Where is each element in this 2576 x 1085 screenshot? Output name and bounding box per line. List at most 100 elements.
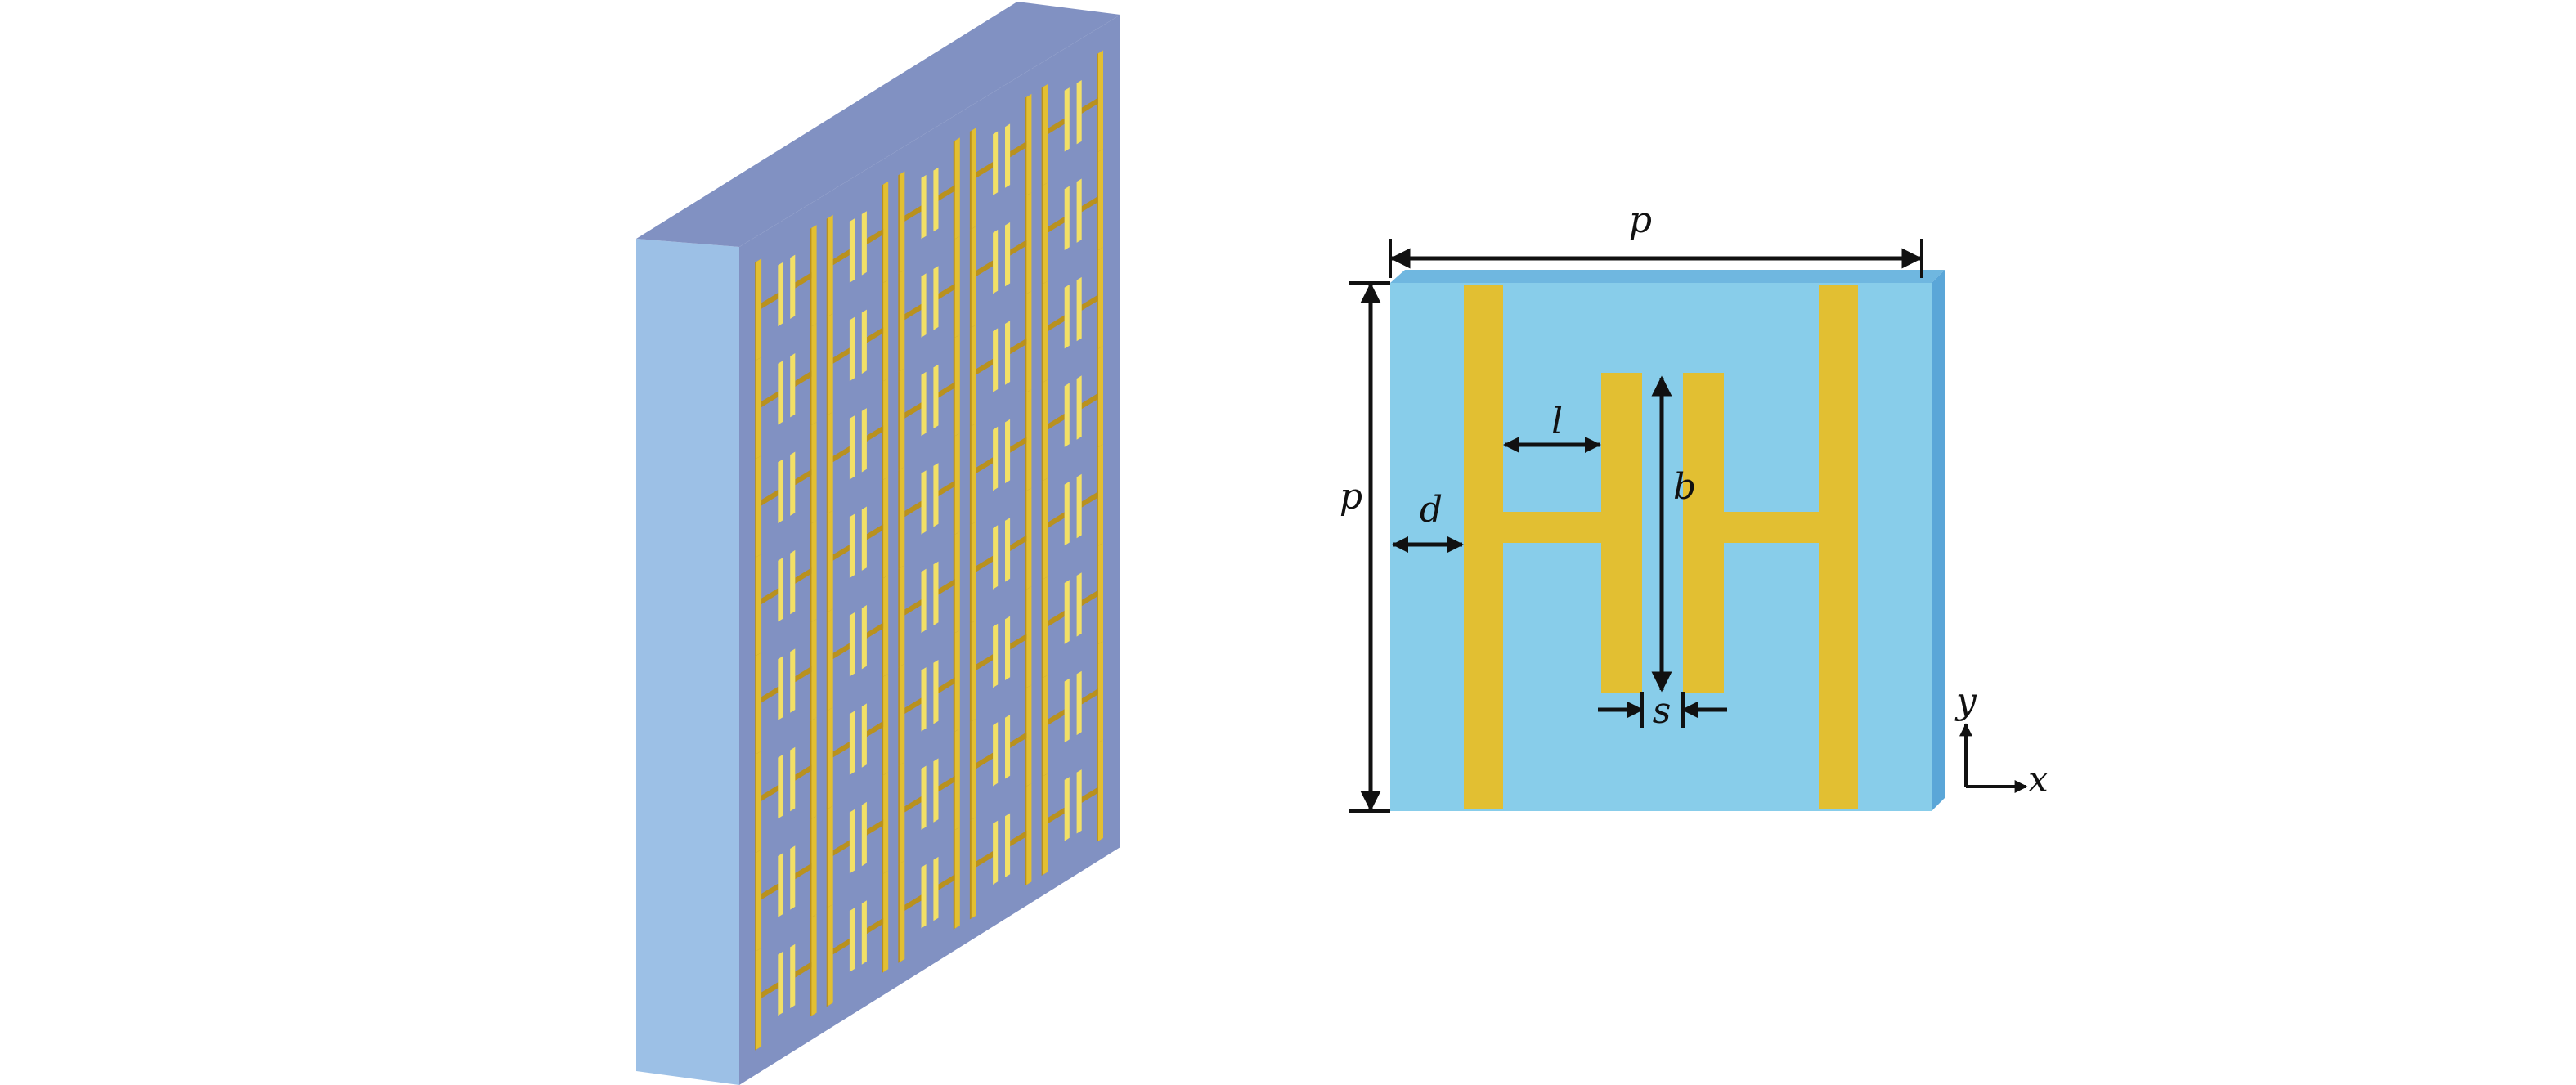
left-h-outer-bar [1464,285,1503,809]
right-h-outer-bar [1819,285,1858,809]
array-crossbar [1048,413,1065,430]
array-outer-bar [756,751,762,853]
array-crossbar [795,469,812,486]
array-inner-bar [933,364,939,429]
array-inner-bar [993,328,999,392]
array-outer-bar [883,378,889,480]
array-crossbar [904,796,922,813]
array-outer-bar [971,324,976,427]
array-inner-bar [1064,777,1070,841]
array-inner-bar [861,211,867,276]
array-inner-bar [1076,80,1082,145]
array-crossbar [976,457,994,473]
array-outer-bar [828,411,833,513]
array-inner-bar [921,470,927,535]
array-inner-bar [849,513,855,578]
array-crossbar [938,775,955,792]
array-inner-bar [778,361,783,425]
array-inner-bar [1064,678,1070,743]
array-inner-bar [1064,87,1070,152]
axis-label-x: x [2028,759,2049,800]
array-crossbar [976,162,994,178]
dimension-l: l [1503,401,1601,453]
array-inner-bar [1064,285,1070,349]
array-inner-bar [1076,473,1082,539]
array-outer-bar [971,128,976,230]
array-crossbar [1010,634,1027,650]
array-inner-bar [861,408,867,473]
array-outer-bar [1043,675,1048,777]
array-outer-bar [828,214,833,316]
dimension-p-horizontal: p [1389,200,1923,278]
array-crossbar [976,851,994,868]
array-outer-bar [811,520,817,622]
array-crossbar [795,962,812,978]
label-d: d [1420,489,1443,531]
array-inner-bar [1064,580,1070,644]
array-crossbar [761,883,779,900]
array-crossbar [795,272,812,289]
array-inner-bar [921,371,927,437]
array-inner-bar [993,229,999,294]
array-crossbar [938,874,955,890]
array-outer-bar [1097,739,1103,841]
array-inner-bar [778,558,783,622]
array-crossbar [938,283,955,300]
array-inner-bar [790,549,796,615]
array-outer-bar [883,772,889,874]
array-crossbar [1048,610,1065,627]
array-outer-bar [1097,444,1103,546]
array-inner-bar [861,506,867,571]
array-inner-bar [1005,518,1011,582]
array-outer-bar [756,849,762,951]
array-outer-bar [828,313,833,415]
array-inner-bar [849,316,855,382]
array-crossbar [976,358,994,375]
array-inner-bar [1076,769,1082,834]
array-crossbar [832,938,850,955]
array-inner-bar [778,951,783,1016]
array-crossbar [904,599,922,616]
array-crossbar [832,840,850,856]
array-inner-bar [861,900,867,965]
array-outer-bar [900,565,905,667]
array-inner-bar [921,568,927,634]
array-crossbar [1010,240,1027,256]
array-crossbar [1010,535,1027,552]
array-crossbar [938,579,955,595]
array-inner-bar [778,754,783,819]
array-outer-bar [1097,50,1103,152]
array-outer-bar [756,258,762,361]
array-crossbar [976,555,994,572]
array-outer-bar [756,455,762,558]
array-inner-bar [921,174,927,240]
array-crossbar [1010,437,1027,453]
array-crossbar [938,480,955,497]
array-outer-bar [954,334,960,437]
array-crossbar [1010,338,1027,355]
left-h-crossbar [1503,512,1608,543]
array-crossbar [1081,392,1098,410]
array-inner-bar [921,667,927,732]
array-inner-bar [1005,321,1011,385]
array-crossbar [1010,732,1027,748]
array-outer-bar [1097,345,1103,447]
array-inner-bar [861,309,867,374]
array-inner-bar [1064,383,1070,447]
array-inner-bar [993,623,999,688]
array-inner-bar [849,415,855,480]
array-outer-bar [756,356,762,459]
array-inner-bar [1076,178,1082,243]
array-outer-bar [811,618,817,720]
array-crossbar [1048,315,1065,331]
array-crossbar [1081,590,1098,607]
array-inner-bar [933,660,939,724]
array-inner-bar [993,525,999,590]
array-crossbar [1048,118,1065,135]
array-crossbar [866,819,884,836]
array-crossbar [976,654,994,670]
array-outer-bar [811,225,817,327]
dimension-p-vertical: p [1340,281,1390,813]
array-outer-bar [900,368,905,470]
array-crossbar [761,982,779,998]
